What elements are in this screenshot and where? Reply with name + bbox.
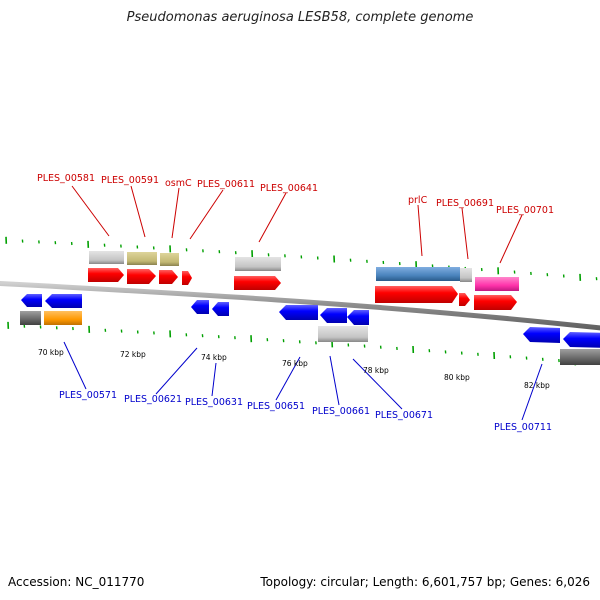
cds-arrow <box>191 300 209 314</box>
gene-label: PLES_00711 <box>494 422 552 433</box>
cds-arrow <box>159 270 178 284</box>
gene-label: PLES_00591 <box>101 175 159 186</box>
bottom-gene-labels: PLES_00571 PLES_00621 PLES_00631 PLES_00… <box>59 390 552 433</box>
feature-dark <box>20 311 41 325</box>
forward-cds <box>88 268 517 310</box>
gene-label: PLES_00631 <box>185 397 243 408</box>
cds-arrow <box>212 302 229 316</box>
feature-dark <box>560 349 600 365</box>
genome-summary: Topology: circular; Length: 6,601,757 bp… <box>260 575 590 589</box>
scale-label: 78 kbp <box>363 366 389 375</box>
genome-backbone <box>0 281 600 331</box>
gene-label: PLES_00581 <box>37 173 95 184</box>
scale-label: 80 kbp <box>444 373 470 382</box>
scale-label: 74 kbp <box>201 353 227 362</box>
top-leader-lines <box>71 185 523 264</box>
cds-arrow <box>88 268 124 282</box>
cds-arrow <box>563 332 600 348</box>
feature-steelblue <box>376 267 460 281</box>
gene-label: PLES_00671 <box>375 410 433 421</box>
gene-label: PLES_00691 <box>436 198 494 209</box>
top-gene-labels: PLES_00581 PLES_00591 osmC PLES_00611 PL… <box>37 173 554 216</box>
cds-arrow <box>279 305 318 320</box>
gene-label: PLES_00641 <box>260 183 318 194</box>
cds-arrow <box>182 271 192 285</box>
reverse-cds <box>21 294 600 348</box>
cds-arrow <box>320 308 347 323</box>
lower-features <box>20 311 600 365</box>
bottom-leader-lines <box>63 341 543 421</box>
cds-arrow <box>523 327 560 343</box>
gene-label: PLES_00701 <box>496 205 554 216</box>
bottom-tick-row <box>7 321 593 366</box>
gene-label: PLES_00571 <box>59 390 117 401</box>
cds-arrow <box>234 276 281 290</box>
scale-label: 82 kbp <box>524 381 550 390</box>
feature-orange <box>44 311 82 325</box>
gene-label: PLES_00621 <box>124 394 182 405</box>
cds-arrow <box>459 293 470 306</box>
gene-label: PLES_00611 <box>197 179 255 190</box>
feature-olive <box>160 253 179 266</box>
feature-gray <box>460 268 472 282</box>
scale-label: 70 kbp <box>38 348 64 357</box>
feature-gray <box>318 326 368 342</box>
accession-text: Accession: NC_011770 <box>8 575 145 589</box>
gene-label: PLES_00661 <box>312 406 370 417</box>
cds-arrow <box>474 295 517 310</box>
top-tick-row <box>5 236 598 281</box>
map-title: Pseudomonas aeruginosa LESB58, complete … <box>126 10 474 25</box>
gene-label: prlC <box>408 195 428 206</box>
cds-arrow <box>347 310 369 325</box>
cds-arrow <box>21 294 42 307</box>
scale-labels: 70 kbp 72 kbp 74 kbp 76 kbp 78 kbp 80 kb… <box>38 348 550 390</box>
feature-gray <box>235 257 281 271</box>
cds-arrow <box>375 286 458 303</box>
gene-label: osmC <box>165 178 192 189</box>
upper-features <box>89 251 519 291</box>
feature-olive <box>127 252 157 265</box>
scale-label: 76 kbp <box>282 359 308 368</box>
gene-label: PLES_00651 <box>247 401 305 412</box>
cds-arrow <box>127 269 156 284</box>
scale-label: 72 kbp <box>120 350 146 359</box>
feature-magenta <box>475 277 519 291</box>
cds-arrow <box>45 294 82 308</box>
feature-gray <box>89 251 124 264</box>
